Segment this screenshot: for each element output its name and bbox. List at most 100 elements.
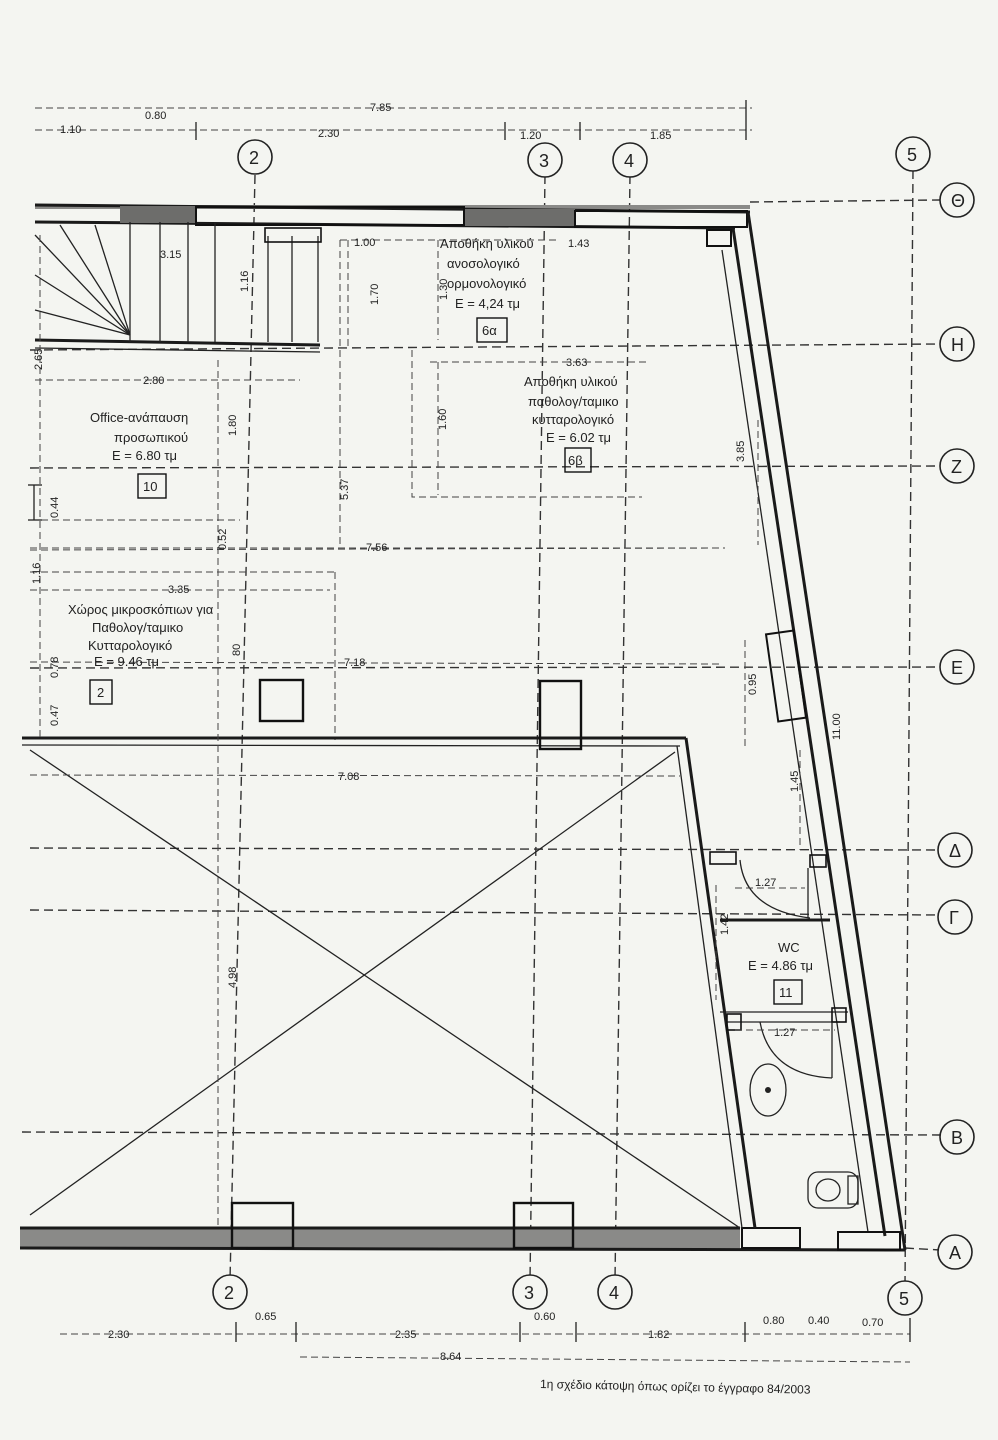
dim-060-bottom: 0.60 bbox=[534, 1311, 555, 1323]
room-partitions bbox=[29, 239, 726, 740]
dim-total-bottom: 8.64 bbox=[440, 1351, 461, 1363]
washbasin-icon bbox=[749, 1063, 787, 1117]
room-6a-label: Αποθήκη υλικού ανοσολογικό ορμονολογικό … bbox=[440, 236, 534, 343]
room-2-tag: 2 bbox=[97, 685, 104, 700]
room-10-name: Office-ανάπαυση bbox=[90, 410, 188, 425]
dim-total-top: 7.85 bbox=[370, 102, 391, 114]
axis-eta: Η bbox=[951, 335, 964, 355]
dim-120-top: 1.20 bbox=[520, 130, 541, 142]
room-6b-use2: κυτταρολογικό bbox=[532, 412, 614, 427]
dim-265: 2.65 bbox=[33, 349, 45, 370]
axis-5-bottom: 5 bbox=[899, 1289, 909, 1309]
column-grid-lines bbox=[229, 169, 914, 1286]
dim-142: 1.42 bbox=[719, 914, 731, 935]
dim-385: 3.85 bbox=[735, 441, 747, 462]
dim-047: 0.47 bbox=[49, 705, 61, 726]
axis-delta: Δ bbox=[949, 841, 961, 861]
dim-537: 5.37 bbox=[339, 479, 351, 500]
dim-160: 1.60 bbox=[437, 409, 449, 430]
dim-127: 1.27 bbox=[755, 877, 776, 889]
dim-280: 2.80 bbox=[143, 375, 164, 387]
footer-caption: 1η σχέδιο κάτοψη όπως ορίζει το έγγραφο … bbox=[540, 1377, 811, 1397]
room-2-use1: Παθολογ/ταμικο bbox=[92, 620, 183, 635]
dim-230-top: 2.30 bbox=[318, 128, 339, 140]
axis-beta: Β bbox=[951, 1128, 963, 1148]
column-axis-labels-bottom: 2 3 4 5 bbox=[212, 1274, 923, 1316]
dim-185-top: 1.85 bbox=[650, 130, 671, 142]
dim-040-bottom: 0.40 bbox=[808, 1315, 829, 1327]
dim-078: 0.78 bbox=[49, 657, 61, 678]
dim-080b: 80 bbox=[231, 644, 243, 656]
staircase bbox=[34, 222, 322, 353]
room-6b-use1: παθολογ/ταμικο bbox=[528, 394, 619, 409]
dim-498: 4.98 bbox=[227, 967, 239, 988]
dim-708: 7.08 bbox=[338, 771, 359, 783]
row-axis-labels: Θ Η Ζ Ε Δ Γ Β Α bbox=[937, 182, 975, 1270]
inner-walls bbox=[21, 736, 848, 1229]
dim-363: 3.63 bbox=[566, 357, 587, 369]
dim-756: 7.56 bbox=[366, 542, 387, 554]
room-6a-use2: ορμονολογικό bbox=[447, 276, 526, 291]
dim-080-bottom: 0.80 bbox=[763, 1315, 784, 1327]
room-6a-area: E = 4,24 τμ bbox=[455, 296, 520, 311]
building-walls bbox=[19, 203, 907, 1252]
room-10-area: E = 6.80 τμ bbox=[112, 448, 177, 463]
dim-052: 0.52 bbox=[217, 529, 229, 550]
bottom-dimensions: 0.65 2.30 2.35 0.60 1.82 0.80 0.40 0.70 … bbox=[60, 1311, 911, 1363]
room-2-use2: Κυτταρολογικό bbox=[88, 638, 172, 653]
room-6a-tag: 6α bbox=[482, 323, 497, 338]
dim-070-bottom: 0.70 bbox=[862, 1317, 883, 1329]
dim-127b: 1.27 bbox=[774, 1027, 795, 1039]
room-6b-label: Αποθήκη υλικού παθολογ/ταμικο κυτταρολογ… bbox=[524, 374, 619, 473]
axis-3-top: 3 bbox=[539, 151, 549, 171]
axis-4-bottom: 4 bbox=[609, 1283, 619, 1303]
dim-145: 1.45 bbox=[789, 771, 801, 792]
dim-130: 1.30 bbox=[438, 279, 450, 300]
dim-170: 1.70 bbox=[369, 284, 381, 305]
dim-1100: 11.00 bbox=[831, 713, 843, 740]
room-2-area: E = 9.46 τμ bbox=[94, 654, 159, 669]
dim-230-bottom: 2.30 bbox=[108, 1329, 129, 1341]
axis-theta: Θ bbox=[951, 191, 965, 211]
row-grid-lines bbox=[21, 199, 941, 1251]
top-dimensions: 7.85 0.80 1.10 2.30 1.20 1.85 bbox=[35, 100, 752, 142]
dim-110-top: 1.10 bbox=[60, 124, 81, 136]
room-10-use: προσωπικού bbox=[114, 430, 188, 445]
dim-182-bottom: 1.82 bbox=[648, 1329, 669, 1341]
dim-143: 1.43 bbox=[568, 238, 589, 250]
axis-2-top: 2 bbox=[249, 148, 259, 168]
dim-116b: 1.16 bbox=[31, 563, 43, 584]
room-2-name: Χώρος μικροσκόπιων για bbox=[68, 602, 214, 617]
dim-080-top: 0.80 bbox=[145, 110, 166, 122]
dim-180: 1.80 bbox=[227, 415, 239, 436]
void-cross bbox=[29, 749, 741, 1229]
room-11-area: E = 4.86 τμ bbox=[748, 958, 813, 973]
toilet-icon bbox=[807, 1171, 859, 1209]
axis-alpha: Α bbox=[949, 1243, 961, 1263]
room-6b-tag: 6β bbox=[568, 453, 583, 468]
axis-epsilon: Ε bbox=[951, 658, 963, 678]
wc-fixtures bbox=[749, 1063, 859, 1209]
room-6b-area: E = 6.02 τμ bbox=[546, 430, 611, 445]
dim-335: 3.35 bbox=[168, 584, 189, 596]
dim-315: 3.15 bbox=[160, 249, 181, 261]
dim-235-bottom: 2.35 bbox=[395, 1329, 416, 1341]
axis-5-top: 5 bbox=[907, 145, 917, 165]
room-11-label: WC E = 4.86 τμ 11 bbox=[748, 940, 813, 1005]
room-6a-use1: ανοσολογικό bbox=[447, 256, 520, 271]
axis-2-bottom: 2 bbox=[224, 1283, 234, 1303]
room-11-name: WC bbox=[778, 940, 800, 955]
interior-dimensions: 3.15 1.16 1.00 1.70 1.43 1.30 2.65 2.80 … bbox=[28, 235, 843, 1228]
axis-4-top: 4 bbox=[624, 151, 634, 171]
room-2-label: Χώρος μικροσκόπιων για Παθολογ/ταμικο Κυ… bbox=[68, 602, 214, 705]
dim-116: 1.16 bbox=[239, 271, 251, 292]
dim-718: 7.18 bbox=[344, 657, 365, 669]
dim-100: 1.00 bbox=[354, 237, 375, 249]
dim-044: 0.44 bbox=[49, 497, 61, 518]
axis-gamma: Γ bbox=[949, 908, 959, 928]
column-axis-labels-top: 2 3 4 5 bbox=[237, 136, 931, 178]
room-6a-name: Αποθήκη υλικού bbox=[440, 236, 534, 251]
dim-095: 0.95 bbox=[747, 674, 759, 695]
room-6b-name: Αποθήκη υλικού bbox=[524, 374, 618, 389]
